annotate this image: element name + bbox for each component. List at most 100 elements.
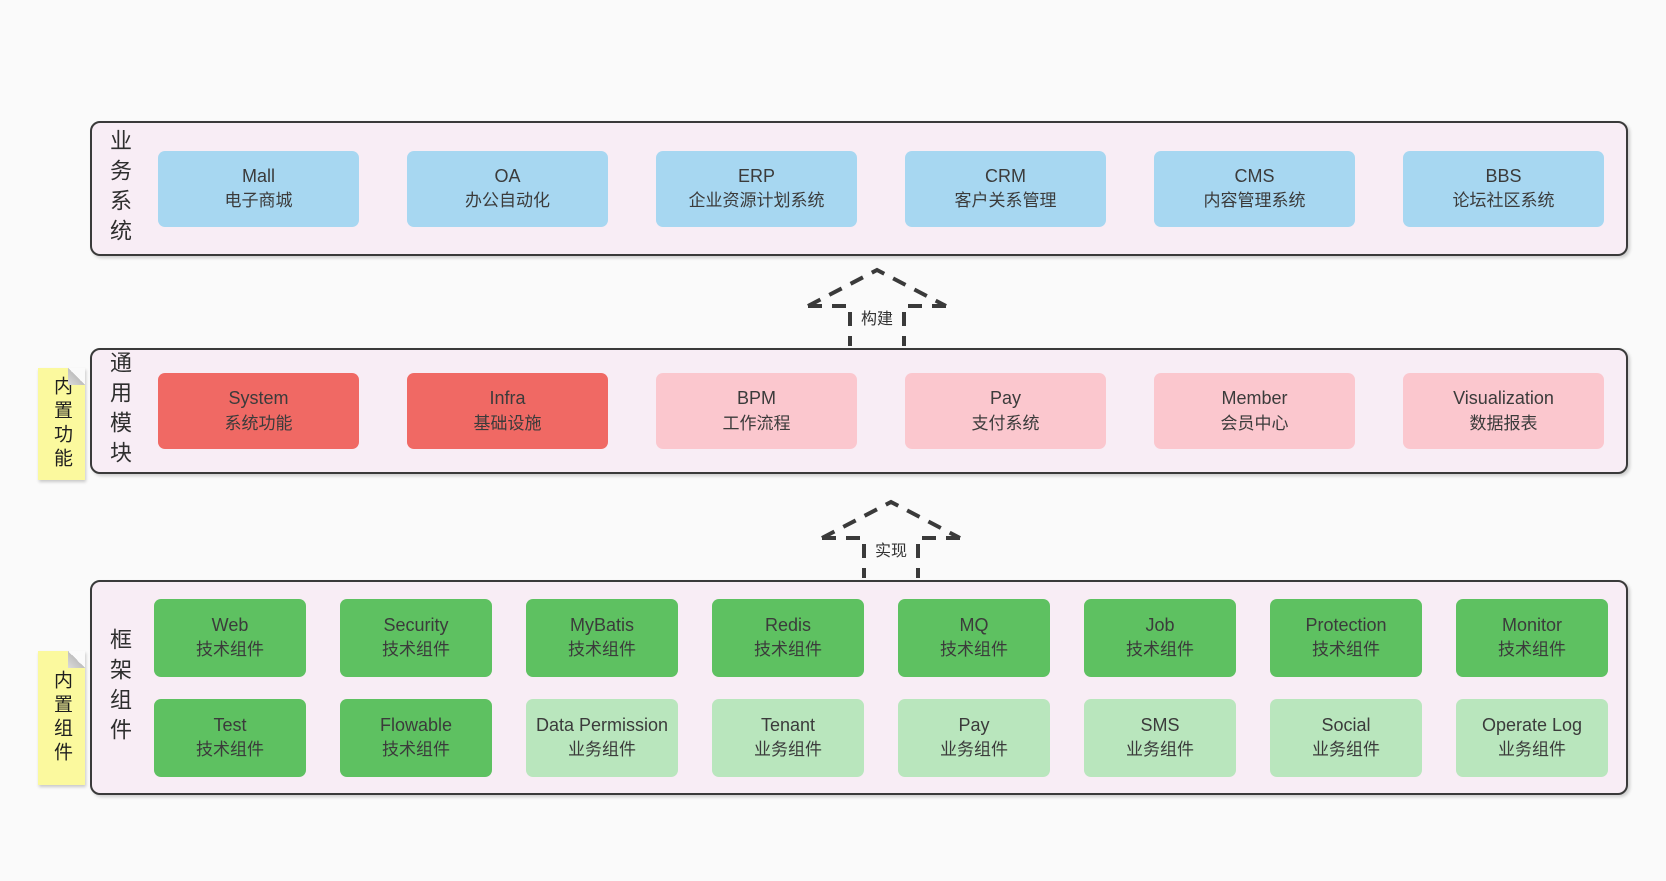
box-oa-name: OA (494, 165, 521, 186)
framework-components-grid: Web 技术组件 Security 技术组件 MyBatis 技术组件 Redi… (136, 598, 1626, 777)
box-monitor-name: Monitor (1501, 614, 1563, 635)
box-visualization: Visualization 数据报表 (1403, 373, 1604, 449)
sticky-note-built-in-features: 内置功能 (38, 368, 85, 480)
box-mall-desc: 电子商城 (224, 191, 293, 211)
box-bpm: BPM 工作流程 (656, 373, 857, 449)
box-test-name: Test (213, 714, 247, 735)
box-oa: OA 办公自动化 (407, 150, 608, 227)
folded-corner-icon (68, 651, 85, 668)
band-framework-components: 框架组件 Web 技术组件 Security 技术组件 MyBatis 技术组件… (90, 580, 1628, 795)
box-redis: Redis 技术组件 (712, 598, 864, 677)
box-mall-name: Mall (241, 165, 275, 186)
box-pay-desc: 支付系统 (971, 413, 1040, 433)
box-visualization-name: Visualization (1453, 388, 1554, 409)
box-bpm-name: BPM (736, 388, 776, 409)
box-mq-name: MQ (959, 614, 989, 635)
box-pay: Pay 支付系统 (905, 373, 1106, 449)
box-monitor-desc: 技术组件 (1498, 640, 1566, 660)
implement-arrow: 实现 (816, 498, 966, 578)
band-common-modules: 通用模块 System 系统功能 Infra 基础设施 BPM 工作流程 Pay… (90, 348, 1628, 474)
sticky-note-built-in-components: 内置组件 (38, 651, 85, 785)
box-mq-desc: 技术组件 (940, 640, 1008, 660)
box-security-desc: 技术组件 (382, 640, 450, 660)
box-visualization-desc: 数据报表 (1469, 413, 1538, 433)
box-oa-desc: 办公自动化 (465, 191, 550, 211)
band-common-modules-label: 通用模块 (107, 351, 132, 471)
band-business-systems: 业务系统 Mall 电子商城 OA 办公自动化 ERP 企业资源计划系统 CRM… (90, 121, 1628, 256)
box-test: Test 技术组件 (154, 698, 306, 777)
box-monitor: Monitor 技术组件 (1456, 598, 1608, 677)
box-operate-log: Operate Log 业务组件 (1456, 698, 1608, 777)
box-sms-desc: 业务组件 (1126, 740, 1194, 760)
box-flowable: Flowable 技术组件 (340, 698, 492, 777)
box-social-desc: 业务组件 (1312, 740, 1380, 760)
box-pay-biz-desc: 业务组件 (940, 740, 1008, 760)
box-cms-name: CMS (1234, 165, 1275, 186)
box-social: Social 业务组件 (1270, 698, 1422, 777)
box-cms: CMS 内容管理系统 (1154, 150, 1355, 227)
sticky-note-built-in-features-text: 内置功能 (51, 376, 72, 472)
box-infra-desc: 基础设施 (473, 413, 542, 433)
box-data-permission: Data Permission 业务组件 (526, 698, 678, 777)
box-tenant-desc: 业务组件 (754, 740, 822, 760)
band-framework-components-label: 框架组件 (107, 627, 132, 748)
box-protection-name: Protection (1305, 614, 1387, 635)
box-mq: MQ 技术组件 (898, 598, 1050, 677)
box-pay-biz: Pay 业务组件 (898, 698, 1050, 777)
box-bbs-desc: 论坛社区系统 (1452, 191, 1555, 211)
folded-corner-icon (68, 368, 85, 385)
box-job-desc: 技术组件 (1126, 640, 1194, 660)
box-protection: Protection 技术组件 (1270, 598, 1422, 677)
build-arrow-label: 构建 (855, 304, 899, 330)
box-system-name: System (228, 388, 289, 409)
box-bbs-name: BBS (1485, 165, 1522, 186)
implement-arrow-label: 实现 (869, 536, 913, 562)
box-security: Security 技术组件 (340, 598, 492, 677)
dashed-up-arrow-icon (807, 267, 947, 346)
box-sms-name: SMS (1140, 714, 1180, 735)
sticky-note-built-in-components-text: 内置组件 (51, 670, 72, 766)
common-modules-row: System 系统功能 Infra 基础设施 BPM 工作流程 Pay 支付系统… (136, 373, 1626, 449)
box-member-desc: 会员中心 (1220, 413, 1289, 433)
box-redis-name: Redis (764, 614, 812, 635)
box-crm: CRM 客户关系管理 (905, 150, 1106, 227)
box-tenant: Tenant 业务组件 (712, 698, 864, 777)
box-flowable-desc: 技术组件 (382, 740, 450, 760)
box-erp: ERP 企业资源计划系统 (656, 150, 857, 227)
box-crm-desc: 客户关系管理 (954, 191, 1057, 211)
box-infra: Infra 基础设施 (407, 373, 608, 449)
box-member-name: Member (1221, 388, 1288, 409)
box-job: Job 技术组件 (1084, 598, 1236, 677)
box-job-name: Job (1145, 614, 1175, 635)
box-infra-name: Infra (489, 388, 526, 409)
box-sms: SMS 业务组件 (1084, 698, 1236, 777)
box-system-desc: 系统功能 (224, 413, 293, 433)
box-security-name: Security (383, 614, 449, 635)
box-operate-log-name: Operate Log (1481, 714, 1583, 735)
dashed-up-arrow-icon (821, 499, 961, 578)
business-systems-row: Mall 电子商城 OA 办公自动化 ERP 企业资源计划系统 CRM 客户关系… (136, 150, 1626, 227)
box-redis-desc: 技术组件 (754, 640, 822, 660)
box-mall: Mall 电子商城 (158, 150, 359, 227)
box-pay-biz-name: Pay (958, 714, 990, 735)
build-arrow: 构建 (802, 266, 952, 346)
box-cms-desc: 内容管理系统 (1203, 191, 1306, 211)
box-tenant-name: Tenant (760, 714, 816, 735)
box-erp-name: ERP (737, 165, 775, 186)
box-data-permission-desc: 业务组件 (568, 740, 636, 760)
box-erp-desc: 企业资源计划系统 (688, 191, 825, 211)
box-social-name: Social (1321, 714, 1371, 735)
box-member: Member 会员中心 (1154, 373, 1355, 449)
box-bpm-desc: 工作流程 (722, 413, 791, 433)
box-flowable-name: Flowable (379, 714, 453, 735)
box-mybatis-name: MyBatis (569, 614, 634, 635)
box-operate-log-desc: 业务组件 (1498, 740, 1566, 760)
band-business-systems-label: 业务系统 (107, 128, 132, 249)
box-mybatis: MyBatis 技术组件 (526, 598, 678, 677)
box-system: System 系统功能 (158, 373, 359, 449)
box-mybatis-desc: 技术组件 (568, 640, 636, 660)
box-test-desc: 技术组件 (196, 740, 264, 760)
box-pay-name: Pay (989, 388, 1022, 409)
box-web-name: Web (211, 614, 249, 635)
